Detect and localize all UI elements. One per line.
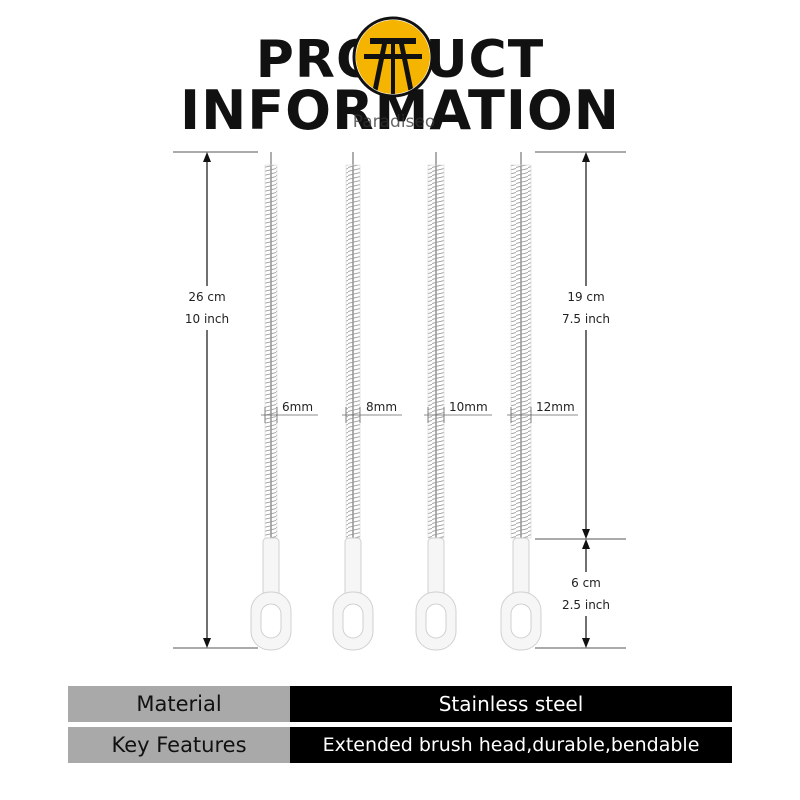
spec-value-key-features: Extended brush head,durable,bendable bbox=[290, 727, 732, 763]
brush-length-inch: 7.5 inch bbox=[561, 312, 611, 326]
spec-value-material: Stainless steel bbox=[290, 686, 732, 722]
total-length-label: 26 cm 10 inch bbox=[172, 286, 242, 330]
brush-12mm bbox=[500, 152, 578, 651]
brush-length-dimension bbox=[535, 151, 626, 540]
spec-row-material: Material Stainless steel bbox=[68, 686, 732, 722]
spec-label-material: Material bbox=[68, 686, 290, 722]
spec-row-key-features: Key Features Extended brush head,durable… bbox=[68, 727, 732, 763]
brush-length-cm: 19 cm bbox=[567, 290, 605, 304]
handle-length-inch: 2.5 inch bbox=[561, 598, 611, 612]
handle-length-cm: 6 cm bbox=[571, 576, 601, 590]
diameter-label-8mm: 8mm bbox=[366, 400, 398, 414]
total-length-cm: 26 cm bbox=[188, 290, 226, 304]
total-length-inch: 10 inch bbox=[184, 312, 230, 326]
brush-10mm bbox=[415, 152, 492, 651]
brush-6mm bbox=[250, 152, 318, 651]
total-length-dimension bbox=[173, 151, 258, 649]
diameter-label-10mm: 10mm bbox=[449, 400, 488, 414]
diameter-label-12mm: 12mm bbox=[536, 400, 575, 414]
brush-8mm bbox=[332, 152, 402, 651]
handle-length-label: 6 cm 2.5 inch bbox=[550, 572, 622, 616]
brand-name: Paradiseo bbox=[352, 112, 436, 132]
diameter-label-6mm: 6mm bbox=[282, 400, 314, 414]
picnic-table-logo-icon bbox=[352, 16, 434, 98]
brush-length-label: 19 cm 7.5 inch bbox=[550, 286, 622, 330]
brush-diagram bbox=[173, 151, 626, 651]
spec-label-key-features: Key Features bbox=[68, 727, 290, 763]
